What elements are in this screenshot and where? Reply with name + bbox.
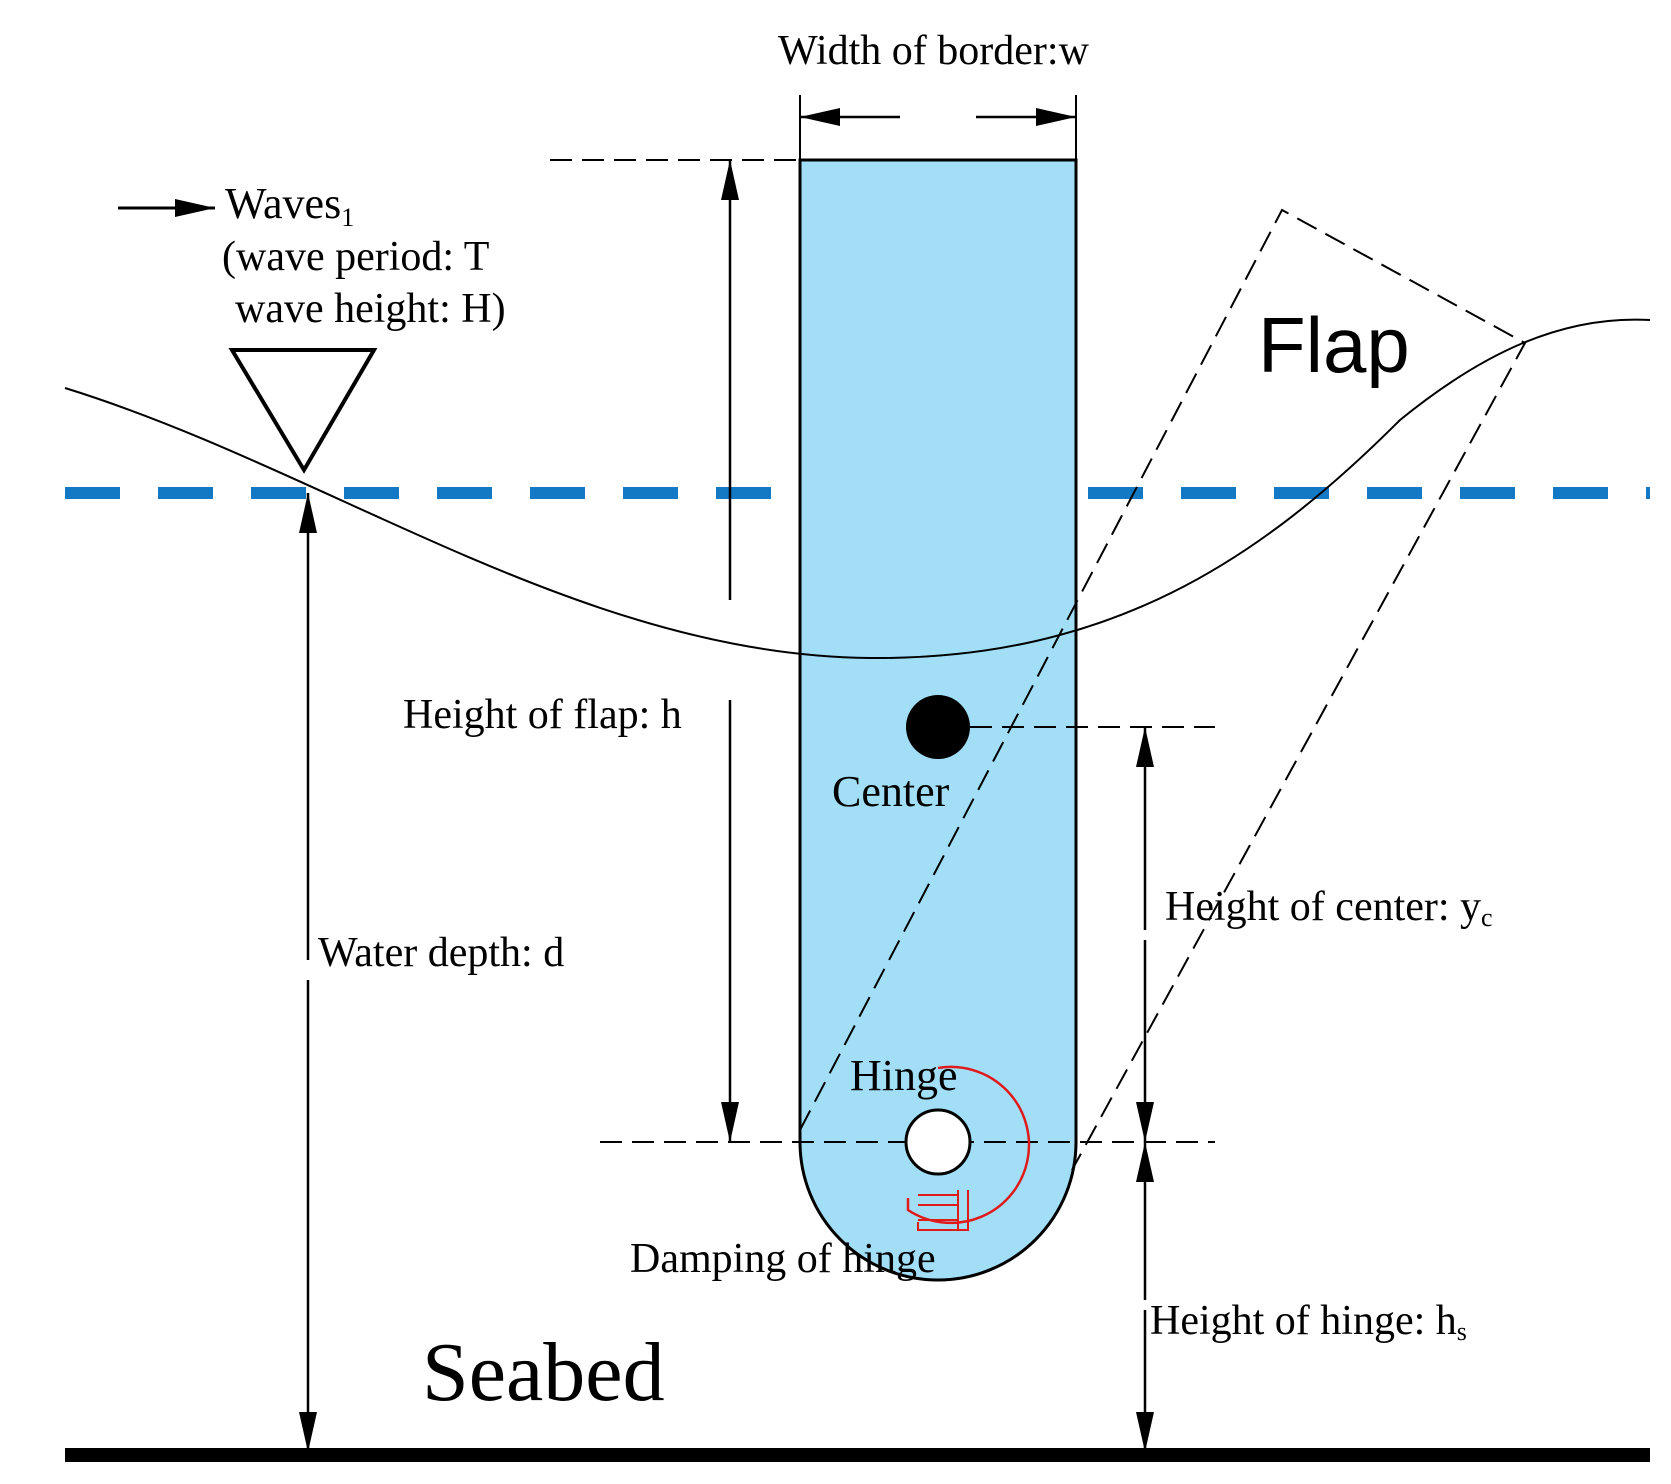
water-level-symbol [228,348,378,474]
wave-surface [64,318,1651,660]
tilted-flap-outline [799,208,1527,1171]
seabed-label: Seabed [422,1326,665,1419]
hinge-label: Hinge [850,1051,958,1100]
water-depth-label: Water depth: d [318,930,564,976]
height-of-center-label: Height of center: yc [1165,884,1493,932]
height-of-flap-label: Height of flap: h [403,692,682,738]
hinge-circle [904,1108,972,1176]
flap-label: Flap [1258,301,1410,389]
center-label: Center [832,767,950,816]
height-of-hinge-label: Height of hinge: hs [1150,1298,1467,1346]
waves-label: Waves1 [225,179,354,232]
damper-spiral [906,1065,1031,1225]
damper-dashpot [917,1190,969,1231]
center-of-mass-dot [906,695,970,759]
damping-of-hinge-label: Damping of hinge [630,1236,936,1282]
width-of-border-label: Width of border:w [778,28,1090,74]
wave-period-label: (wave period: T [222,234,489,280]
wave-height-label: wave height: H) [235,286,506,332]
